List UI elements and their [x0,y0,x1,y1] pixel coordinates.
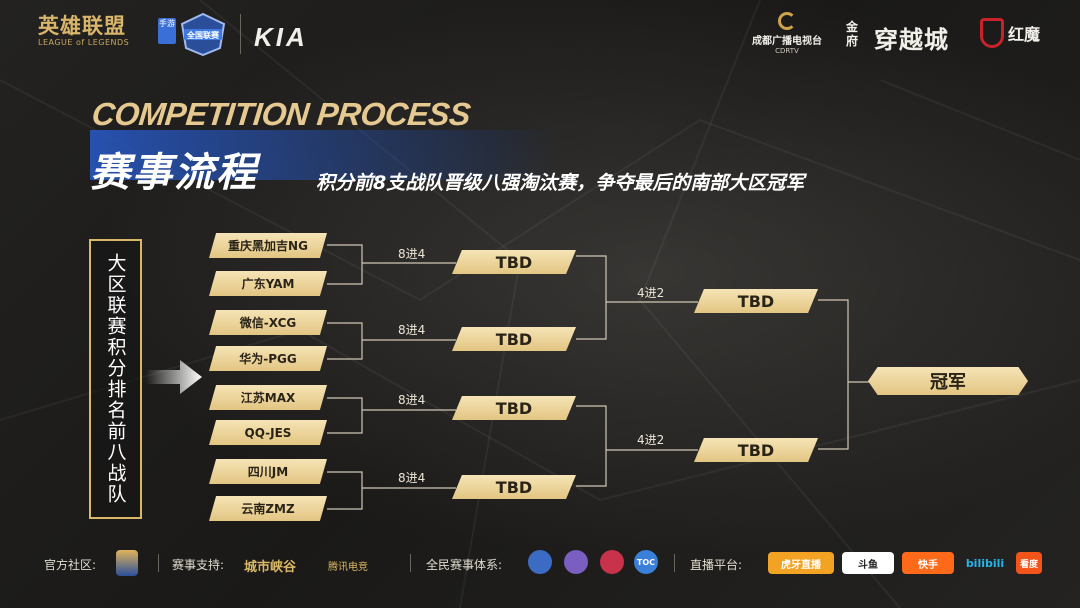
champion-text: 冠军 [930,372,966,393]
footer-divider [674,554,675,572]
quarter-slot: TBD [452,327,576,351]
slot-text: TBD [737,291,775,311]
round-label: 8进4 [398,393,426,407]
kandu-logo[interactable]: 看度 [1016,552,1042,574]
system-badge-icon [564,550,588,574]
lol-logo-en: LEAGUE of LEGENDS [38,38,130,47]
douyu-logo[interactable]: 斗鱼 [842,552,894,574]
team-name: QQ-JES [244,425,292,440]
cdrtv-en: CDRTV [775,47,799,55]
team-name: 重庆黑加吉NG [228,239,308,253]
lol-mobile-tag: 手游 [158,18,176,44]
team-name: 华为-PGG [239,352,297,366]
league-logo-text: 全国联赛 [187,31,219,40]
footer: 官方社区: 赛事支持: 城市峡谷 腾讯电竞 全民赛事体系: TOC 直播平台: … [0,548,1080,580]
team-plate: 四川JM [209,459,327,484]
team-plate: 华为-PGG [209,346,327,371]
kuaishou-logo[interactable]: 快手 [902,552,954,574]
redmagic-text: 红魔 [1008,25,1041,44]
bilibili-logo[interactable]: bilibili [965,556,1005,570]
jinfu-logo-text: 金府 [846,20,859,48]
qualification-box: 大区联赛积分排名前八战队 [89,239,142,519]
round-label: 4进2 [637,286,665,300]
redmagic-mark-icon [980,18,1004,48]
footer-divider [410,554,411,572]
support-label: 赛事支持: [172,558,225,572]
team-plate: 微信-XCG [209,310,327,335]
live-label: 直播平台: [690,558,743,572]
semi-slot: TBD [694,289,818,313]
team-plate: 江苏MAX [209,385,327,410]
qualification-text: 大区联赛积分排名前八战队 [104,253,127,505]
system-badge-icon [600,550,624,574]
title-chinese: 赛事流程 [90,149,258,196]
team-name: 四川JM [247,465,289,479]
round-label: 8进4 [398,471,426,485]
team-name: 广东YAM [241,277,295,291]
team-name: 微信-XCG [239,316,297,330]
tencent-esports-logo: 腾讯电竞 [328,562,368,573]
subtitle: 积分前8支战队晋级八强淘汰赛，争夺最后的南部大区冠军 [316,172,805,194]
team-name: 云南ZMZ [241,502,295,516]
cdrtv-name: 成都广播电视台 [752,36,822,47]
quarter-slot: TBD [452,250,576,274]
team-name: 江苏MAX [240,391,296,405]
redmagic-logo: 红魔 [980,18,1040,48]
team-plate: 云南ZMZ [209,496,327,521]
round-label: 8进4 [398,247,426,261]
slot-text: TBD [495,252,533,272]
quarter-slot: TBD [452,396,576,420]
system-label: 全民赛事体系: [426,558,503,572]
semi-slot: TBD [694,438,818,462]
round-label: 8进4 [398,323,426,337]
lol-logo-cn: 英雄联盟 [38,13,126,38]
team-plate: 重庆黑加吉NG [209,233,327,258]
chuanyue-logo: 穿越城 [874,25,949,54]
slot-text: TBD [495,398,533,418]
community-logo-icon[interactable] [116,550,138,576]
cdrtv-mark-icon [778,12,796,30]
toc-badge-icon: TOC [634,550,658,574]
arrow-right-icon [146,360,202,394]
team-plate: QQ-JES [209,420,327,445]
lol-mobile-logo: 英雄联盟 LEAGUE of LEGENDS 手游 [38,13,176,56]
cdrtv-logo: 成都广播电视台 CDRTV [742,12,832,55]
league-shield-icon [180,12,226,57]
footer-divider [158,554,159,572]
title-band [90,130,560,180]
national-league-logo: 全国联赛 [178,12,228,57]
slot-text: TBD [495,477,533,497]
system-badge-icon [528,550,552,574]
team-plate: 广东YAM [209,271,327,296]
slot-text: TBD [737,440,775,460]
header-divider [240,14,241,54]
round-label: 4进2 [637,433,665,447]
city-canyon-logo: 城市峡谷 [244,560,297,575]
champion-slot: 冠军 [868,367,1028,395]
kia-logo: KIA [254,22,308,52]
community-label: 官方社区: [44,558,97,572]
slot-text: TBD [495,329,533,349]
quarter-slot: TBD [452,475,576,499]
huya-logo[interactable]: 虎牙直播 [768,552,834,574]
